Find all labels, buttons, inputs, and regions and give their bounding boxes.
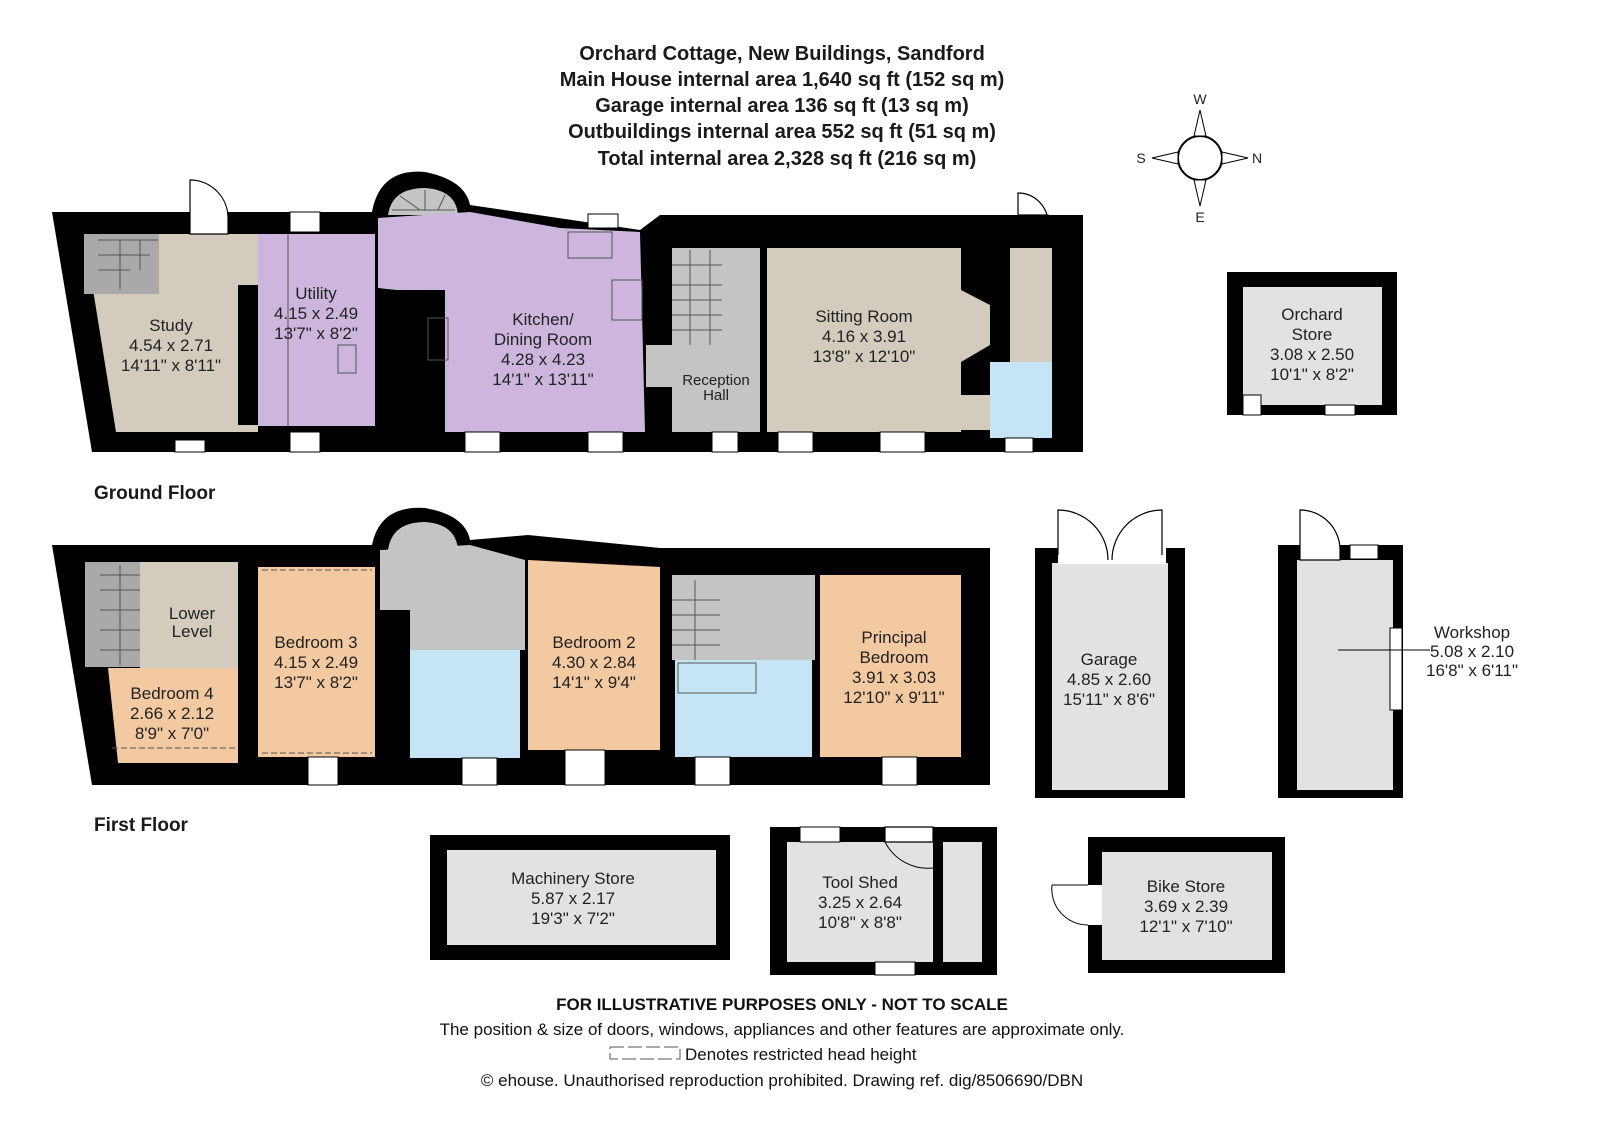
approximation-note: The position & size of doors, windows, a… (440, 1020, 1125, 1039)
restricted-head-height-legend-icon (609, 1046, 681, 1060)
room-bathroom (675, 660, 812, 757)
header: Orchard Cottage, New Buildings, Sandford… (560, 43, 1005, 170)
disclaimer: FOR ILLUSTRATIVE PURPOSES ONLY - NOT TO … (556, 995, 1008, 1014)
room-principal-bedroom (820, 575, 961, 757)
compass-icon: W E S N (1136, 91, 1262, 225)
orchard-store (1227, 272, 1397, 416)
first-floor-landing (380, 545, 525, 650)
compass-east: E (1195, 209, 1204, 225)
room-utility (258, 234, 375, 426)
compass-south: S (1136, 150, 1145, 166)
area-main-house: Main House internal area 1,640 sq ft (15… (560, 69, 1005, 91)
compass-north: N (1252, 150, 1262, 166)
restricted-head-height-legend: Denotes restricted head height (685, 1045, 917, 1064)
machinery-store (430, 835, 730, 960)
room-bedroom-4 (108, 668, 238, 763)
footer: FOR ILLUSTRATIVE PURPOSES ONLY - NOT TO … (440, 995, 1125, 1090)
first-floor-label: First Floor (94, 815, 189, 836)
room-kitchen-dining (378, 212, 645, 432)
area-total: Total internal area 2,328 sq ft (216 sq … (598, 148, 977, 170)
area-outbuildings: Outbuildings internal area 552 sq ft (51… (568, 121, 996, 143)
area-garage: Garage internal area 136 sq ft (13 sq m) (595, 95, 969, 117)
first-floor-plan (52, 507, 990, 786)
room-wc (990, 362, 1052, 438)
compass-west: W (1193, 91, 1207, 107)
copyright: © ehouse. Unauthorised reproduction proh… (481, 1071, 1083, 1090)
front-door (189, 179, 229, 235)
plan-title: Orchard Cottage, New Buildings, Sandford (579, 43, 985, 65)
garage (1035, 509, 1185, 798)
ground-floor-plan (52, 171, 1083, 453)
room-sitting-room (767, 248, 961, 432)
tool-shed (770, 826, 997, 976)
room-bedroom-3 (258, 567, 375, 757)
bike-store (1051, 837, 1285, 973)
ground-floor-label: Ground Floor (94, 483, 216, 504)
room-bedroom-2 (528, 560, 660, 750)
workshop (1278, 509, 1430, 798)
room-lower-level (140, 562, 238, 668)
room-reception-hall (672, 248, 760, 432)
room-shower-room (410, 650, 520, 758)
